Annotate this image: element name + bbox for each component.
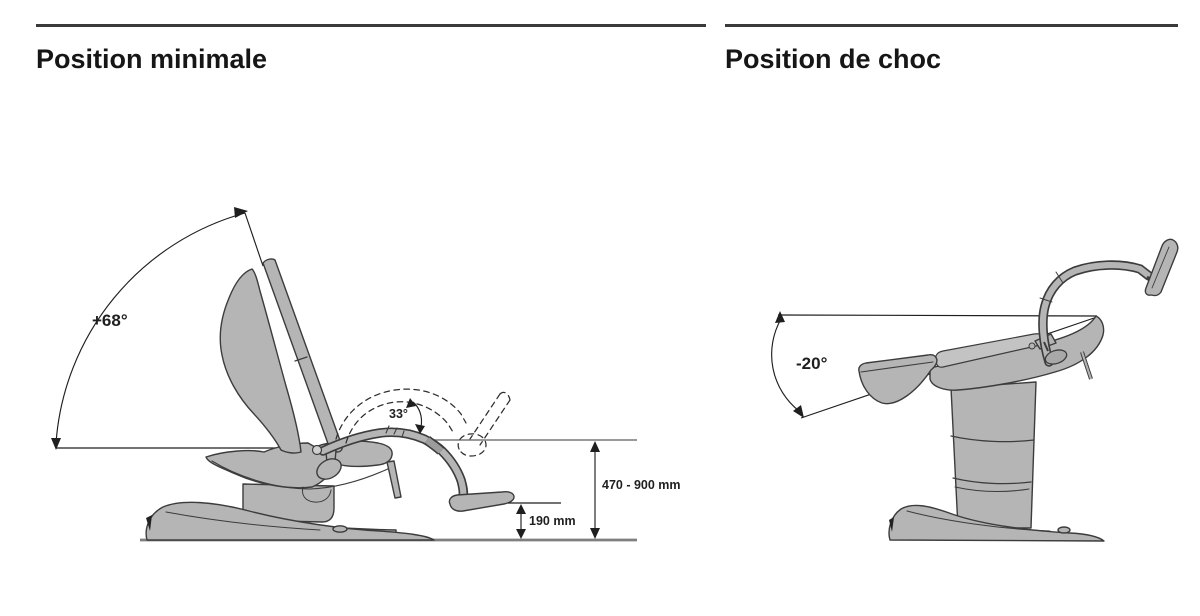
column-segment-line-3: [954, 486, 1030, 492]
chair-base-seam: [165, 511, 321, 531]
stirrup-arm-joints: [1039, 271, 1064, 303]
legrest-ghost-foot: [457, 433, 487, 457]
column-segment-line-1: [950, 435, 1035, 443]
base-seam-right: [906, 510, 1051, 532]
stirrup-knob-stem: [1043, 341, 1049, 352]
backrest-pivot-bolt: [311, 444, 323, 456]
backrest-rail-joint: [294, 356, 308, 362]
base-lever-mark-right: [889, 517, 894, 532]
head-cushion-seam: [860, 361, 934, 373]
right-panel-rule: [725, 24, 1178, 27]
head-section-cushion: [858, 354, 938, 405]
stirrup-arm: [1039, 261, 1153, 366]
height-range-label: 470 - 900 mm: [602, 478, 681, 492]
legrest-clamp-sleeve: [424, 437, 444, 454]
column-segment-line-2: [952, 477, 1032, 485]
diagram-position-de-choc: -20°: [771, 238, 1179, 542]
seat-support-rod: [386, 460, 402, 499]
stirrup-rod: [1081, 351, 1092, 380]
base-foot-pedal-right: [1057, 526, 1071, 534]
seat-front-seam: [211, 460, 391, 490]
arc-arrowhead-top: [234, 207, 248, 218]
foot-plate-seam: [1151, 246, 1170, 289]
chair-base: [145, 501, 435, 541]
lift-column: [950, 381, 1037, 529]
left-panel-rule: [36, 24, 706, 27]
tilt-angle-arc: [771, 318, 800, 412]
seat-underside-bracket: [302, 486, 332, 503]
backrest-angle-label: +68°: [92, 311, 128, 330]
diagram-position-minimale: +68°: [51, 207, 681, 542]
legrest-arrowhead-top: [406, 398, 416, 408]
foot-plate-right: [1144, 238, 1179, 297]
adjustment-lever-knob: [316, 458, 342, 480]
chair-pedestal: [242, 483, 335, 523]
motion-spark-marks: [385, 425, 405, 438]
right-panel-title: Position de choc: [725, 44, 942, 74]
tilt-arrowhead-top: [775, 311, 785, 323]
legrest-angle-arrow-arc: [412, 401, 423, 428]
backrest-cushion: [219, 268, 302, 454]
height-dim-arrowhead-top: [590, 441, 600, 452]
legrest-ghost-inner-curve: [345, 401, 454, 444]
height-dim-arrowhead-bottom: [590, 528, 600, 539]
legrest-angle-label: 33°: [389, 407, 408, 421]
legrest-ghost-shin-tube: [469, 391, 511, 446]
base-lever-mark: [146, 515, 152, 531]
base-foot-pedal: [332, 525, 348, 533]
arc-arrowhead-bottom: [51, 438, 61, 450]
tilt-horizontal-reference-line: [777, 314, 1098, 317]
backrest-axis-extension-line: [244, 212, 264, 267]
footplate-dim-arrowhead-top: [516, 504, 526, 514]
stirrup-knob: [1044, 349, 1068, 365]
backrest-angle-arc: [55, 212, 246, 444]
tilt-angle-label: -20°: [796, 354, 828, 373]
footplate-dim-arrowhead-bottom: [516, 529, 526, 539]
tilt-arrowhead-bottom: [793, 405, 804, 418]
legrest-ghost-upper-curve: [335, 388, 467, 440]
footplate-height-label: 190 mm: [529, 514, 576, 528]
legrest-arrowhead-bottom: [415, 424, 425, 434]
clamp-bolt: [1028, 342, 1036, 350]
foot-plate: [448, 491, 515, 512]
chair-base-right: [888, 504, 1105, 542]
left-panel-title: Position minimale: [36, 44, 268, 74]
